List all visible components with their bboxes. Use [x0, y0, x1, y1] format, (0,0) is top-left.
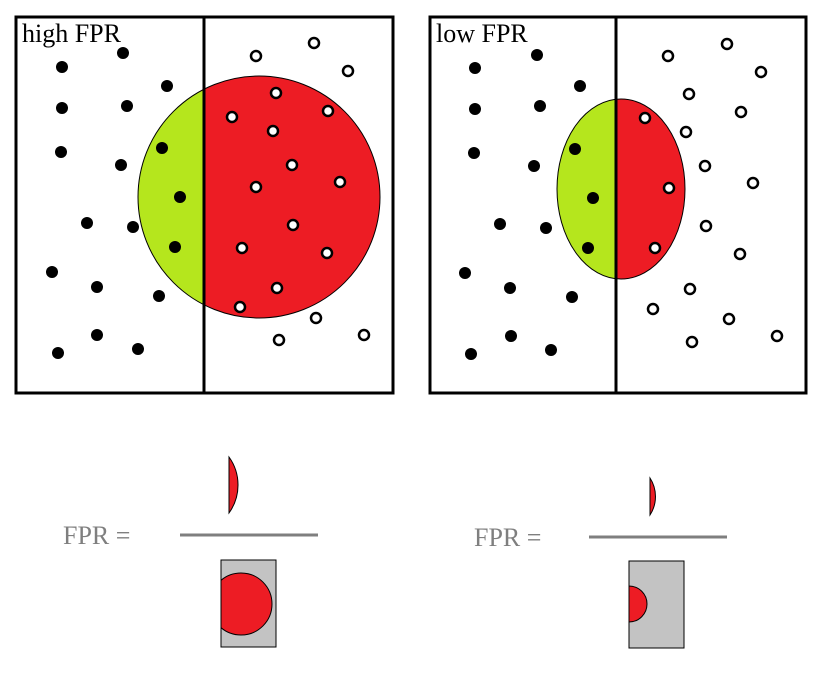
- positive-dot: [679, 125, 693, 139]
- negative-dot: [115, 159, 127, 171]
- positive-dot: [341, 64, 355, 78]
- negative-dot: [469, 62, 481, 74]
- denominator-box-outline: [628, 560, 685, 649]
- positive-dot: [734, 105, 748, 119]
- negative-dot: [121, 100, 133, 112]
- positive-dot: [683, 282, 697, 296]
- negative-dot: [540, 222, 552, 234]
- negative-dot: [153, 290, 165, 302]
- classifier-circle-outline: [137, 75, 381, 319]
- positive-dot: [698, 159, 712, 173]
- negative-dot: [91, 281, 103, 293]
- negative-dot: [56, 61, 68, 73]
- positive-dot: [720, 37, 734, 51]
- negative-dot: [169, 241, 181, 253]
- positive-dot: [699, 219, 713, 233]
- positive-dot: [321, 104, 335, 118]
- negative-dot: [531, 49, 543, 61]
- formula-label: FPR =: [63, 521, 130, 550]
- positive-dot: [235, 241, 249, 255]
- numerator-false-positive-shape: [649, 476, 656, 517]
- panel-title: low FPR: [436, 19, 528, 48]
- negative-dot: [127, 221, 139, 233]
- negative-dot: [534, 100, 546, 112]
- positive-dot: [733, 247, 747, 261]
- positive-dot: [266, 124, 280, 138]
- positive-dot: [272, 333, 286, 347]
- positive-dot: [286, 218, 300, 232]
- formula-high-fpr: FPR =: [63, 455, 318, 648]
- positive-dot: [662, 181, 676, 195]
- positive-dot: [661, 49, 675, 63]
- negative-dot: [465, 348, 477, 360]
- negative-dot: [582, 242, 594, 254]
- numerator-false-positive-shape: [228, 455, 239, 515]
- negative-dot: [469, 103, 481, 115]
- panel-title: high FPR: [22, 19, 122, 48]
- positive-dot: [682, 87, 696, 101]
- negative-dot: [46, 266, 58, 278]
- positive-dot: [754, 65, 768, 79]
- positive-dot: [722, 312, 736, 326]
- positive-dot: [309, 311, 323, 325]
- positive-dot: [249, 180, 263, 194]
- negative-dot: [504, 282, 516, 294]
- negative-dots: [459, 49, 599, 360]
- negative-dot: [528, 160, 540, 172]
- positive-dots: [638, 37, 784, 349]
- negative-dot: [545, 344, 557, 356]
- negative-dot: [569, 143, 581, 155]
- negative-dot: [459, 267, 471, 279]
- negative-dot: [55, 146, 67, 158]
- formula-label: FPR =: [474, 523, 541, 552]
- positive-dot: [333, 175, 347, 189]
- positive-dot: [225, 110, 239, 124]
- negative-dot: [161, 80, 173, 92]
- denominator-box-outline: [220, 559, 277, 648]
- positive-dot: [307, 36, 321, 50]
- false-positive-region: [204, 76, 380, 318]
- positive-dot: [269, 86, 283, 100]
- negative-dot: [91, 329, 103, 341]
- false-positive-region: [616, 99, 685, 279]
- positive-dot: [770, 329, 784, 343]
- panel-low-fpr: low FPR: [428, 15, 808, 395]
- negative-dot: [117, 47, 129, 59]
- negative-dot: [494, 218, 506, 230]
- true-positive-region: [138, 89, 204, 305]
- panel-high-fpr: high FPR: [14, 15, 395, 395]
- negative-dot: [468, 147, 480, 159]
- negative-dots: [46, 47, 186, 359]
- negative-dot: [587, 192, 599, 204]
- formula-low-fpr: FPR =: [474, 476, 727, 649]
- positive-dot: [638, 111, 652, 125]
- positive-dot: [233, 300, 247, 314]
- denominator-false-positive-shape: [221, 572, 273, 636]
- negative-dot: [52, 347, 64, 359]
- negative-dot: [156, 142, 168, 154]
- negative-dot: [574, 80, 586, 92]
- negative-dot: [132, 343, 144, 355]
- negative-dot: [174, 191, 186, 203]
- positive-dot: [270, 281, 284, 295]
- negative-dot: [505, 330, 517, 342]
- positive-dot: [357, 328, 371, 342]
- positive-dots: [225, 36, 371, 347]
- positive-dot: [746, 176, 760, 190]
- positive-dot: [646, 302, 660, 316]
- positive-dot: [285, 158, 299, 172]
- negative-dot: [566, 291, 578, 303]
- denominator-false-positive-shape: [628, 585, 648, 623]
- positive-dot: [320, 246, 334, 260]
- positive-dot: [648, 241, 662, 255]
- negative-dot: [56, 102, 68, 114]
- classifier-ellipse-outline: [556, 98, 686, 280]
- negative-dot: [81, 217, 93, 229]
- positive-dot: [249, 49, 263, 63]
- positive-dot: [685, 335, 699, 349]
